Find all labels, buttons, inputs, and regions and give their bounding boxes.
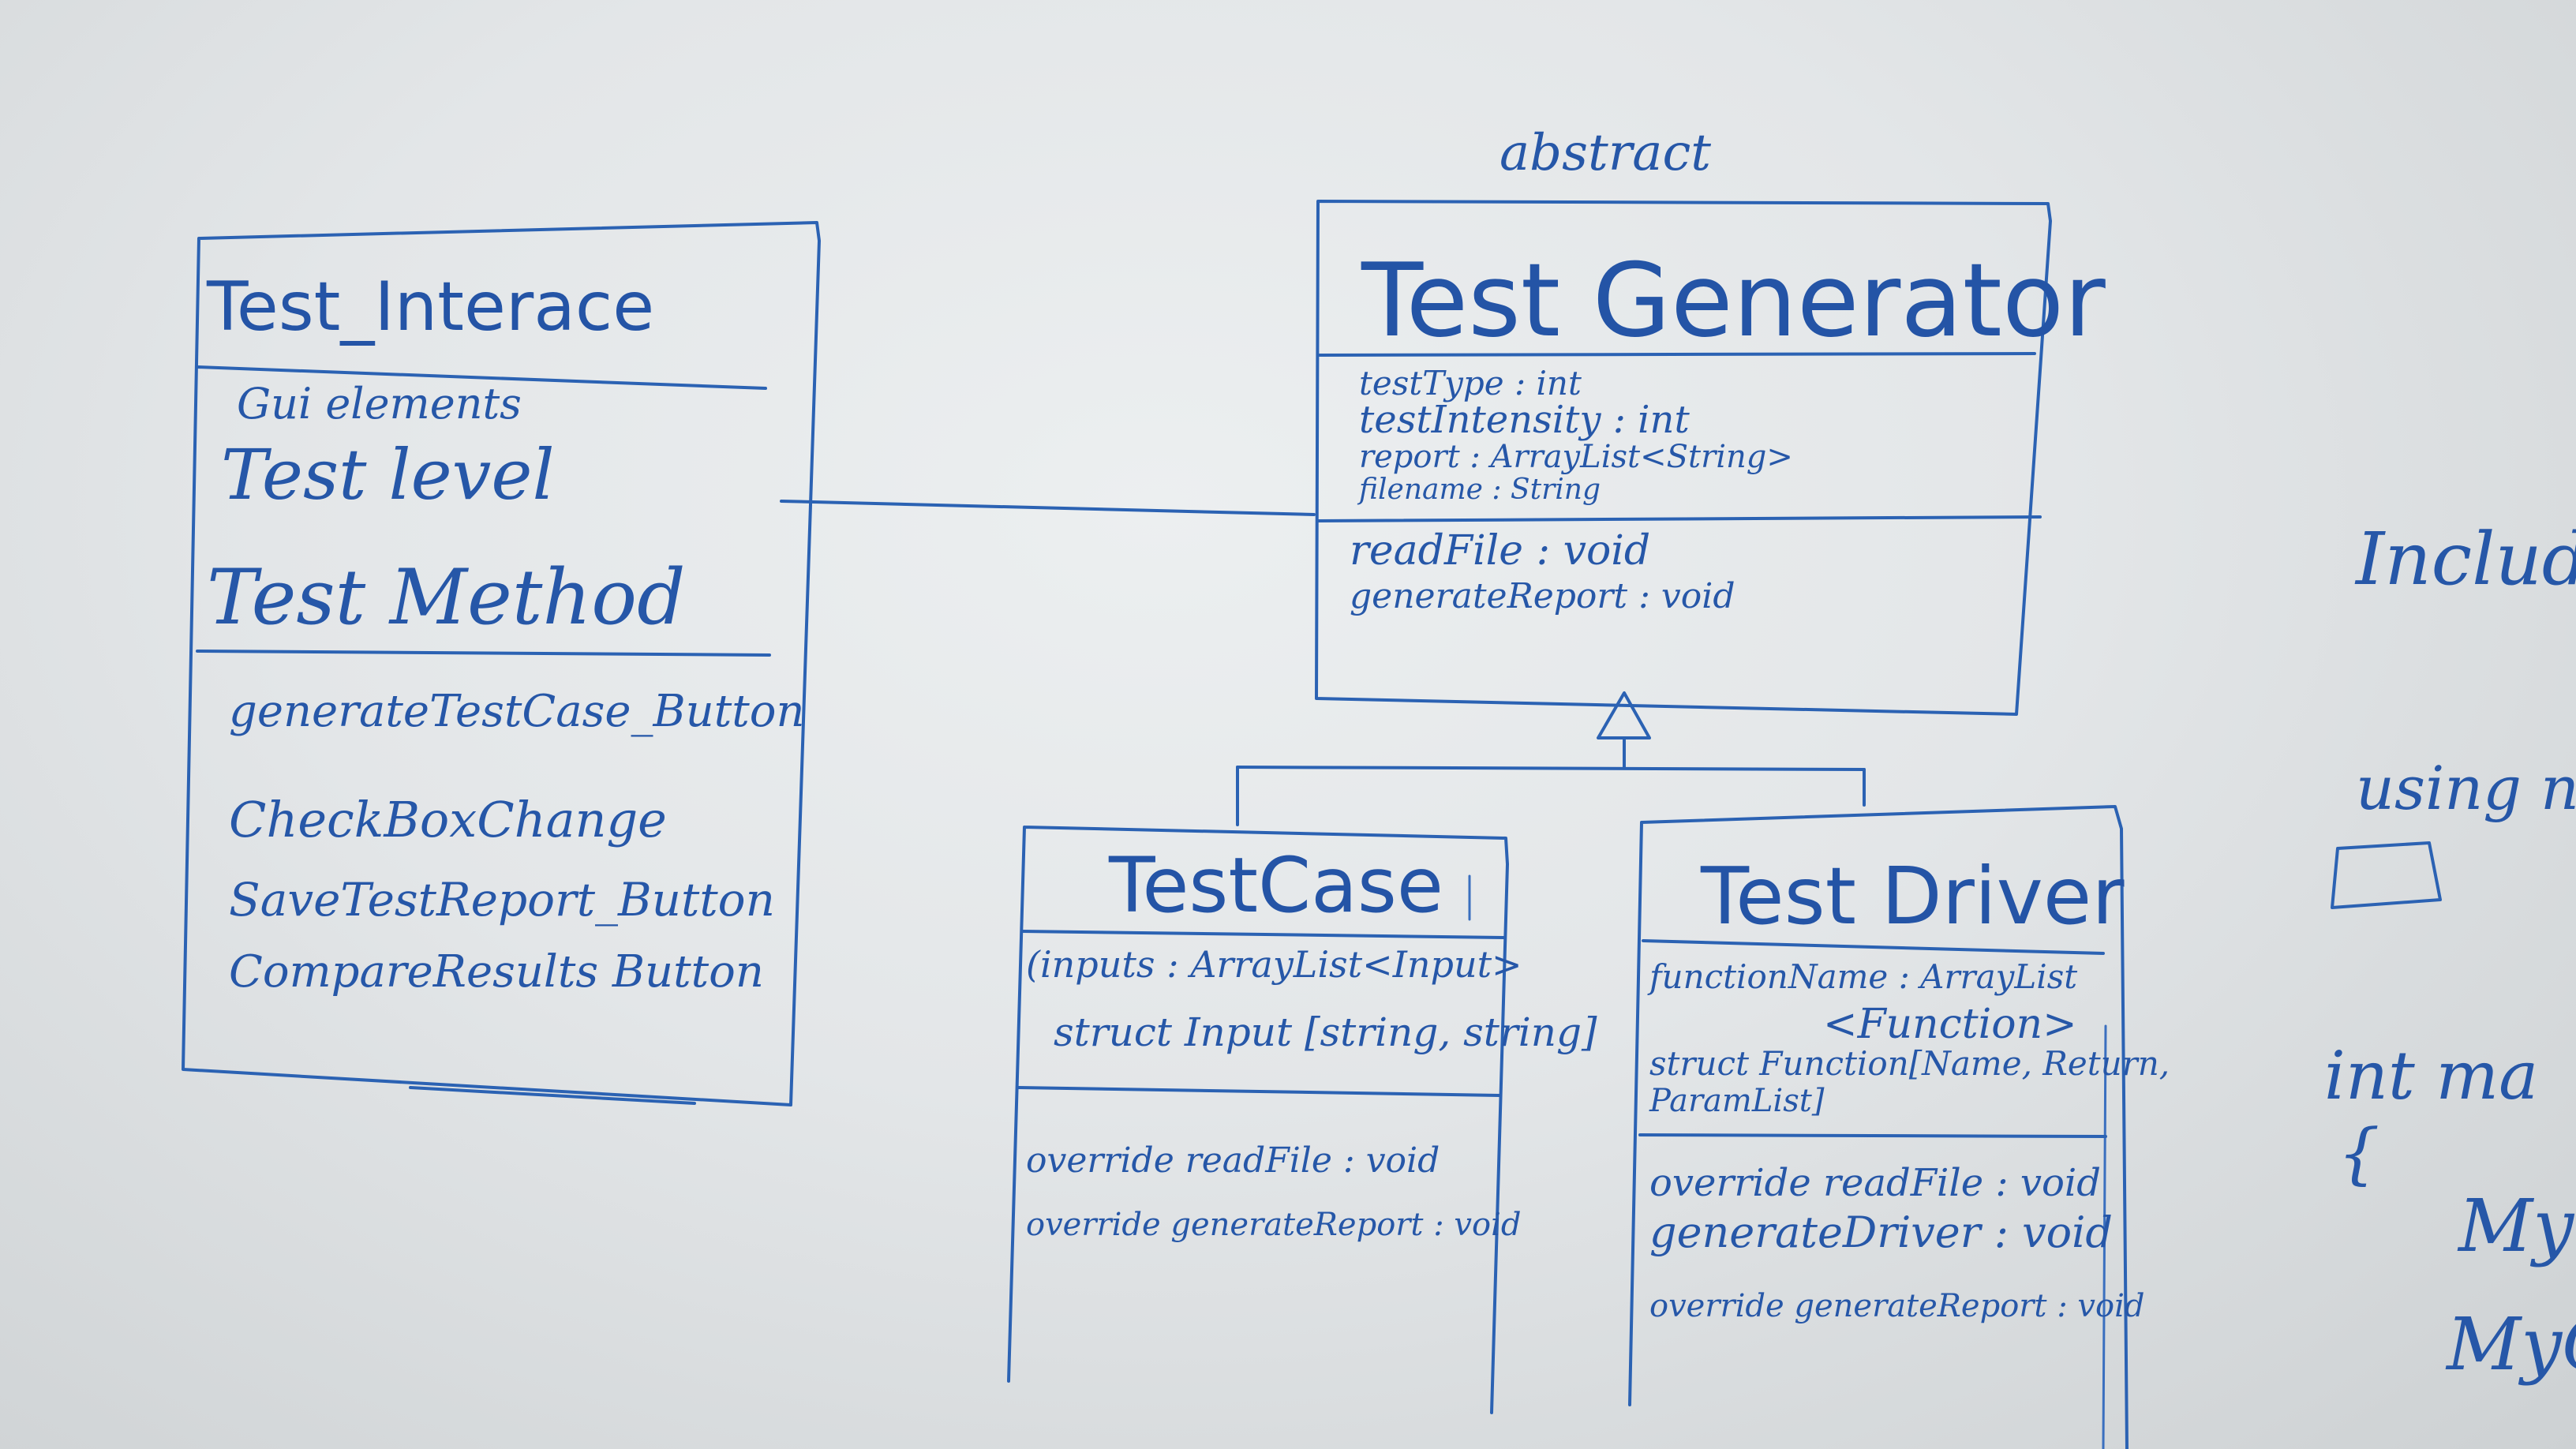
side-note-int-main: int ma — [2324, 1037, 2538, 1114]
test-interface-method-3: SaveTestReport_Button — [229, 873, 775, 927]
test-case-name: TestCase — [1108, 841, 1443, 930]
test-case-box — [1007, 826, 1509, 1414]
inheritance-triangle — [1597, 691, 1651, 739]
test-generator-name: Test Generator — [1361, 242, 2106, 360]
test-driver-name-divider — [1642, 939, 2105, 955]
association-line — [780, 500, 1316, 516]
test-driver-attr-2: <Function> — [1823, 1001, 2077, 1048]
test-driver-right-edge-2 — [2102, 1024, 2107, 1449]
test-case-method-2: override generateReport : void — [1026, 1207, 1521, 1243]
class-test-interface: Test_Interace Gui elements Test level Te… — [182, 221, 821, 1106]
test-interface-name: Test_Interace — [206, 268, 654, 346]
test-interface-attr-3: Test Method — [207, 553, 686, 642]
side-notes: Includ using n int ma { My MyC — [2324, 517, 2576, 1387]
test-interface-attr-1: Gui elements — [237, 379, 522, 429]
test-generator-name-divider — [1318, 352, 2036, 357]
test-case-name-divider — [1020, 930, 1505, 939]
test-driver-method-3: override generateReport : void — [1649, 1288, 2144, 1324]
test-driver-attr-4: ParamList] — [1649, 1083, 1825, 1119]
side-note-include: Includ — [2354, 517, 2576, 601]
test-case-attr-divider — [1017, 1086, 1501, 1097]
test-generator-attr-divider — [1316, 515, 2042, 522]
test-interface-method-1: generateTestCase_Button — [229, 686, 805, 737]
side-note-using: using n — [2356, 753, 2576, 823]
test-generator-attr-3: report : ArrayList<String> — [1359, 439, 1793, 475]
test-interface-underline — [409, 1086, 696, 1105]
test-interface-method-4: CompareResults Button — [229, 946, 764, 998]
test-driver-method-1: override readFile : void — [1649, 1161, 2101, 1205]
test-generator-attr-4: filename : String — [1357, 474, 1601, 506]
test-generator-box — [1315, 200, 2052, 716]
side-note-my-2: MyC — [2445, 1302, 2576, 1387]
side-note-box — [2331, 841, 2442, 909]
test-driver-attr-divider — [1638, 1133, 2107, 1138]
test-driver-attr-1: functionName : ArrayList — [1647, 957, 2077, 996]
test-interface-method-2: CheckBoxChange — [229, 791, 667, 848]
inheritance-arrow — [1236, 691, 1866, 826]
abstract-stereotype: abstract — [1500, 124, 1711, 182]
side-note-brace: { — [2338, 1114, 2379, 1192]
test-generator-attr-2: testIntensity : int — [1359, 398, 1690, 442]
test-case-attr-1: (inputs : ArrayList<Input> — [1026, 943, 1522, 986]
test-driver-method-2: generateDriver : void — [1649, 1208, 2113, 1257]
class-test-driver: Test Driver functionName : ArrayList <Fu… — [1628, 805, 2170, 1449]
test-interface-name-divider — [196, 365, 767, 390]
test-case-method-1: override readFile : void — [1026, 1140, 1440, 1181]
test-generator-method-1: readFile : void — [1350, 527, 1650, 575]
test-driver-attr-3: struct Function[Name, Return, — [1649, 1044, 2170, 1083]
test-interface-attr-divider — [196, 650, 771, 657]
inheritance-bar — [1236, 766, 1866, 771]
side-note-my-1: My — [2457, 1184, 2574, 1268]
class-test-case: TestCase (inputs : ArrayList<Input> stru… — [1007, 826, 1597, 1414]
test-generator-method-2: generateReport : void — [1350, 576, 1735, 616]
test-driver-name: Test Driver — [1700, 850, 2125, 942]
class-test-generator: abstract Test Generator testType : int t… — [1315, 124, 2106, 716]
test-case-attr-2: struct Input [string, string] — [1054, 1009, 1597, 1055]
test-interface-attr-2: Test level — [221, 434, 555, 515]
test-driver-box — [1628, 805, 2129, 1449]
test-interface-box — [182, 221, 821, 1106]
test-generator-attr-1: testType : int — [1359, 364, 1582, 402]
